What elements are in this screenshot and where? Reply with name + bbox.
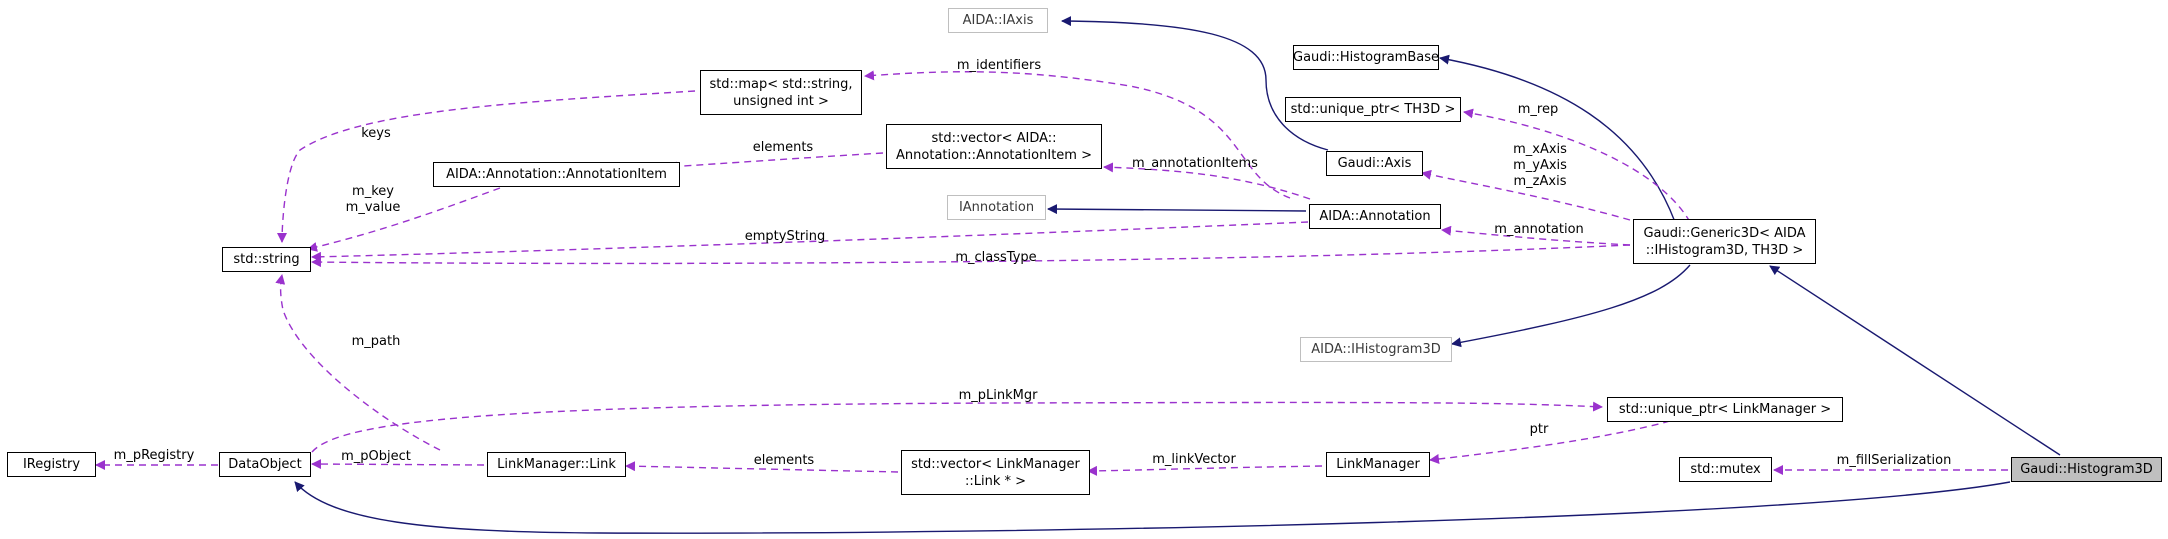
edge-label-m-xaxis: m_xAxis bbox=[1513, 142, 1567, 157]
edge-label-elements-annotation: elements bbox=[752, 140, 814, 155]
edge-label-m-link-vector: m_linkVector bbox=[1152, 452, 1236, 467]
node-label: std::string bbox=[233, 252, 300, 267]
node-label: Gaudi::Axis bbox=[1337, 156, 1412, 171]
node-std-unique-ptr-link-manager[interactable]: std::unique_ptr< LinkManager > bbox=[1607, 397, 1843, 422]
edge-label-empty-string: emptyString bbox=[744, 229, 826, 244]
edge-link-to-data-object bbox=[311, 459, 485, 470]
edge-link-to-string bbox=[275, 274, 441, 451]
edge-label-m-axes: m_xAxis m_yAxis m_zAxis bbox=[1513, 142, 1567, 190]
edge-histogram3d-to-data-object bbox=[294, 481, 2011, 534]
node-aida-annotation-item[interactable]: AIDA::Annotation::AnnotationItem bbox=[433, 162, 680, 187]
node-std-mutex[interactable]: std::mutex bbox=[1679, 457, 1772, 482]
edge-generic3d-to-annotation bbox=[1441, 225, 1631, 246]
edge-generic3d-to-string bbox=[311, 244, 1631, 268]
edge-axis-to-iaxis bbox=[1061, 16, 1329, 151]
node-label-line-1: std::vector< AIDA:: bbox=[931, 130, 1057, 146]
edge-histogram3d-to-generic3d bbox=[1769, 265, 2061, 456]
edge-label-m-annotation-items: m_annotationItems bbox=[1132, 156, 1258, 171]
node-gaudi-histogram-base[interactable]: Gaudi::HistogramBase bbox=[1293, 45, 1439, 70]
edge-label-m-p-registry: m_pRegistry bbox=[113, 448, 195, 463]
edge-link-manager-to-vector-link bbox=[1087, 465, 1323, 476]
edge-label-m-p-object: m_pObject bbox=[341, 449, 411, 464]
node-label: LinkManager bbox=[1336, 457, 1420, 472]
node-label: IRegistry bbox=[22, 457, 81, 472]
edge-data-object-to-unique-ptr-link-manager bbox=[311, 401, 1603, 453]
edge-label-m-p-link-mgr: m_pLinkMgr bbox=[958, 388, 1038, 403]
node-label: LinkManager::Link bbox=[497, 457, 616, 472]
node-aida-annotation[interactable]: AIDA::Annotation bbox=[1309, 204, 1441, 229]
node-link-manager-link[interactable]: LinkManager::Link bbox=[487, 452, 626, 477]
node-link-manager[interactable]: LinkManager bbox=[1326, 452, 1430, 477]
edge-label-m-key: m_key bbox=[352, 184, 394, 199]
node-label: std::mutex bbox=[1690, 462, 1761, 477]
node-gaudi-axis[interactable]: Gaudi::Axis bbox=[1326, 151, 1423, 176]
edge-annotation-item-to-string bbox=[307, 187, 501, 252]
edge-label-m-key-value: m_key m_value bbox=[346, 184, 401, 216]
node-std-vector-link[interactable]: std::vector< LinkManager ::Link * > bbox=[901, 450, 1090, 495]
node-iregistry[interactable]: IRegistry bbox=[7, 452, 96, 477]
edge-label-m-value: m_value bbox=[345, 200, 401, 215]
edge-generic3d-to-axis bbox=[1421, 169, 1631, 221]
edge-label-m-yaxis: m_yAxis bbox=[1513, 158, 1567, 173]
node-label: Gaudi::HistogramBase bbox=[1293, 50, 1439, 65]
node-gaudi-generic3d[interactable]: Gaudi::Generic3D< AIDA ::IHistogram3D, T… bbox=[1633, 219, 1816, 264]
edge-label-m-annotation: m_annotation bbox=[1494, 222, 1584, 237]
node-std-map[interactable]: std::map< std::string, unsigned int > bbox=[700, 70, 862, 115]
node-gaudi-histogram3d[interactable]: Gaudi::Histogram3D bbox=[2011, 457, 2162, 482]
edge-generic3d-to-histogram-base bbox=[1439, 54, 1676, 223]
edge-map-to-string bbox=[277, 90, 696, 243]
edge-annotation-to-iannotation bbox=[1047, 204, 1307, 215]
edge-label-m-identifiers: m_identifiers bbox=[956, 58, 1042, 73]
node-label: AIDA::Annotation::AnnotationItem bbox=[446, 167, 667, 182]
node-label: Gaudi::Histogram3D bbox=[2020, 462, 2153, 477]
node-label-line-1: Gaudi::Generic3D< AIDA bbox=[1643, 225, 1806, 241]
node-label: AIDA::IHistogram3D bbox=[1311, 342, 1441, 357]
edge-label-m-fill-serialization: m_fillSerialization bbox=[1836, 453, 1952, 468]
edge-annotation-to-vector-annotation-item bbox=[1103, 162, 1311, 200]
edge-label-elements-link: elements bbox=[753, 453, 815, 468]
node-label-line-2: Annotation::AnnotationItem > bbox=[896, 147, 1092, 163]
node-label-line-2: ::Link * > bbox=[964, 473, 1027, 489]
edge-generic3d-to-ihistogram3d bbox=[1451, 264, 1691, 348]
node-std-vector-annotation-item[interactable]: std::vector< AIDA:: Annotation::Annotati… bbox=[886, 124, 1102, 169]
node-label: IAnnotation bbox=[958, 200, 1035, 215]
node-data-object[interactable]: DataObject bbox=[219, 452, 311, 477]
edge-label-m-rep: m_rep bbox=[1517, 102, 1559, 117]
node-label: std::unique_ptr< LinkManager > bbox=[1618, 402, 1832, 417]
node-label: AIDA::IAxis bbox=[962, 13, 1034, 28]
node-aida-iaxis[interactable]: AIDA::IAxis bbox=[948, 8, 1048, 33]
node-label: std::unique_ptr< TH3D > bbox=[1290, 102, 1456, 117]
edge-label-m-class-type: m_classType bbox=[955, 250, 1037, 265]
node-iannotation[interactable]: IAnnotation bbox=[947, 195, 1046, 220]
node-label-line-1: std::map< std::string, bbox=[709, 76, 853, 92]
node-label-line-1: std::vector< LinkManager bbox=[911, 456, 1080, 472]
node-label: AIDA::Annotation bbox=[1319, 209, 1431, 224]
edge-annotation-to-string bbox=[311, 221, 1309, 262]
node-label-line-2: ::IHistogram3D, TH3D > bbox=[1645, 242, 1804, 258]
edge-label-ptr: ptr bbox=[1529, 422, 1549, 437]
edge-label-keys: keys bbox=[361, 126, 391, 141]
edge-label-m-path: m_path bbox=[351, 334, 401, 349]
node-label-line-2: unsigned int > bbox=[733, 93, 829, 109]
edge-annotation-to-map bbox=[864, 70, 1291, 199]
node-std-string[interactable]: std::string bbox=[222, 247, 311, 272]
edge-vector-link-to-link bbox=[625, 461, 899, 473]
edge-vector-annotation-item-to-annotation-item bbox=[667, 152, 884, 172]
node-std-unique-ptr-th3d[interactable]: std::unique_ptr< TH3D > bbox=[1285, 97, 1461, 122]
edge-unique-ptr-link-manager-to-link-manager bbox=[1429, 420, 1671, 464]
node-label: DataObject bbox=[228, 457, 302, 472]
edge-label-m-zaxis: m_zAxis bbox=[1513, 174, 1567, 189]
node-aida-ihistogram3d[interactable]: AIDA::IHistogram3D bbox=[1300, 337, 1452, 362]
edge-generic3d-to-unique-ptr-th3d bbox=[1463, 108, 1691, 223]
